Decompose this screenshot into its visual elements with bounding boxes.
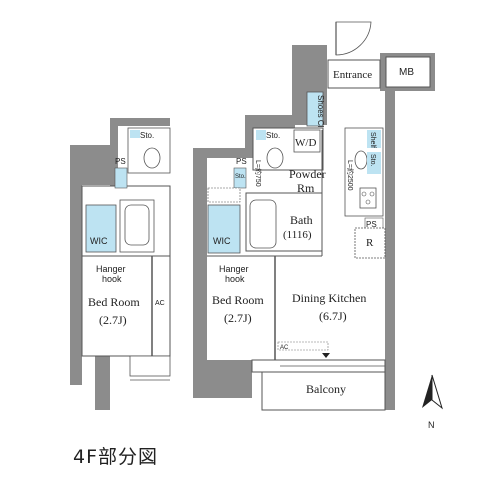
wall-west-top bbox=[193, 148, 248, 158]
ps-sto-label: Sto. bbox=[235, 174, 246, 180]
wd-label: W/D bbox=[295, 137, 316, 149]
dining-label: Dining Kitchen bbox=[292, 291, 366, 305]
left-wic-area bbox=[85, 204, 117, 253]
powder-label: Powder bbox=[289, 167, 326, 181]
fridge-label: R bbox=[366, 237, 374, 249]
wall-east bbox=[385, 90, 395, 360]
north-arrow: N bbox=[422, 374, 443, 430]
balcony-label: Balcony bbox=[306, 382, 346, 396]
mb-label: MB bbox=[399, 67, 414, 78]
left-partial-unit: WIC Sto. PS Hanger hook Bed Room (2.7J) … bbox=[70, 118, 171, 410]
kitchen-sto-label: Sto. bbox=[369, 154, 376, 167]
dining-kitchen-area bbox=[278, 258, 383, 358]
bedroom-size: (2.7J) bbox=[224, 311, 252, 325]
left-wall-west bbox=[70, 145, 82, 385]
bath-label: Bath bbox=[290, 213, 313, 227]
shoes-closet bbox=[306, 91, 324, 127]
mb-area bbox=[385, 56, 431, 88]
wic-area bbox=[207, 204, 241, 254]
powder-sto-blue bbox=[256, 130, 266, 140]
toilet-icon bbox=[266, 147, 284, 169]
hanger-label-2: hook bbox=[225, 274, 245, 284]
rm-label: Rm bbox=[297, 181, 315, 195]
left-wic-label: WIC bbox=[90, 236, 108, 246]
wic-label: WIC bbox=[213, 236, 231, 246]
left-bedroom-size: (2.7J) bbox=[99, 313, 127, 327]
wall-west bbox=[193, 148, 207, 398]
entrance-area bbox=[327, 59, 381, 89]
fridge-area bbox=[354, 227, 386, 259]
wall-west-low bbox=[207, 360, 252, 398]
left-ps-label: PS bbox=[115, 157, 126, 166]
hanger-label-1: Hanger bbox=[219, 264, 249, 274]
depth-note: L=約750 bbox=[254, 160, 263, 187]
balcony-area bbox=[261, 371, 386, 411]
dining-size: (6.7J) bbox=[319, 309, 347, 323]
north-label: N bbox=[428, 420, 435, 430]
bath-size: (1116) bbox=[283, 229, 312, 241]
washer-box bbox=[293, 129, 321, 153]
wall-upper-left bbox=[245, 115, 295, 130]
ps-left-label: PS bbox=[236, 157, 247, 166]
bathtub bbox=[249, 199, 277, 249]
left-bedroom-label: Bed Room bbox=[88, 295, 140, 309]
counter-note: L=約2500 bbox=[346, 160, 355, 191]
ac-label: AC bbox=[280, 345, 289, 351]
left-wall-low bbox=[95, 355, 110, 410]
powder-sto-label: Sto. bbox=[266, 131, 280, 140]
bedroom-label: Bed Room bbox=[212, 293, 264, 307]
main-unit: Entrance MB Shoes Cl. Sto. W/D Powder Rm… bbox=[193, 21, 435, 411]
left-sto-label: Sto. bbox=[140, 131, 154, 140]
ps-right-label: PS bbox=[366, 220, 377, 229]
left-wall-corner bbox=[110, 118, 118, 186]
shelf-label: Shelf bbox=[369, 132, 376, 148]
wall-balcony-east bbox=[385, 360, 395, 410]
left-ac-label: AC bbox=[155, 300, 165, 307]
wall-west-inner bbox=[245, 115, 253, 158]
north-arrow-icon bbox=[422, 375, 432, 408]
shoes-label: Shoes Cl. bbox=[316, 95, 325, 130]
sink-icon bbox=[354, 150, 368, 170]
left-hanger-label-1: Hanger bbox=[96, 264, 126, 274]
ac-arrow-icon bbox=[322, 353, 330, 358]
left-wall-step bbox=[82, 145, 110, 185]
floor-caption: 4F部分図 bbox=[73, 446, 159, 468]
left-wall-north bbox=[110, 118, 170, 126]
entrance-label: Entrance bbox=[333, 69, 372, 81]
entrance-door bbox=[335, 21, 372, 56]
stove-icon bbox=[359, 187, 377, 209]
left-hanger-label-2: hook bbox=[102, 274, 122, 284]
